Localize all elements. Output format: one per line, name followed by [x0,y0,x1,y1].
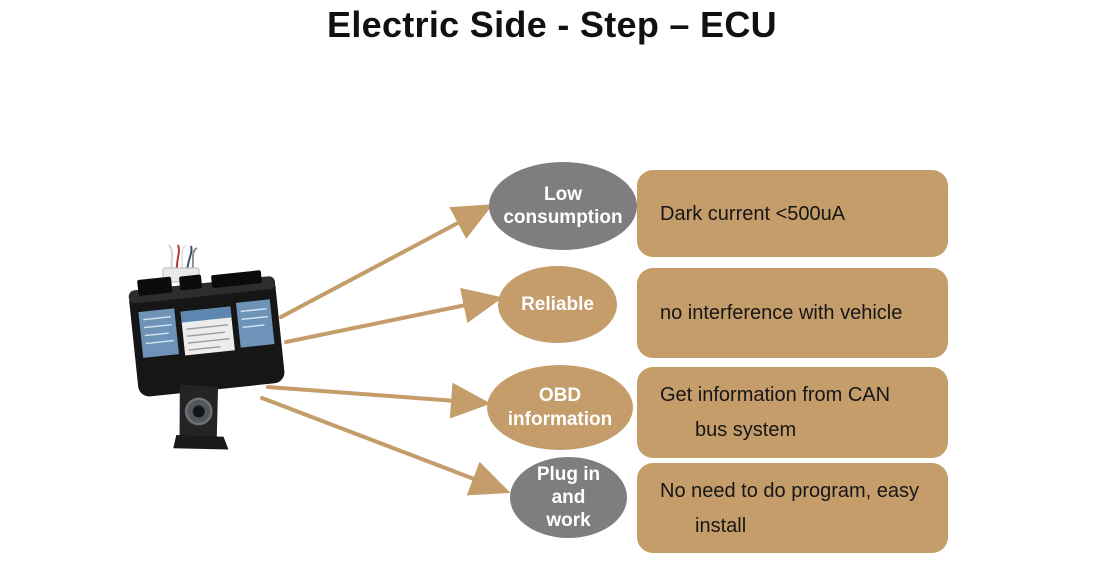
badge-obd-information: OBD information [487,365,633,450]
page-title: Electric Side - Step – ECU [327,4,777,45]
badge-low-consumption: Low consumption [489,162,637,250]
badge-obd-information-label: OBD information [507,385,613,430]
ecu-device-image [128,244,285,450]
badge-reliable-label: Reliable [521,293,594,315]
connector-line-obd-information [266,382,491,419]
card-easy-install-text-line2: install [695,514,747,537]
connector-line-low-consumption [279,204,494,319]
card-no-interference-text: no interference with vehicle [660,302,903,324]
badge-plug-in-and-work-label: Plug in and work [536,463,601,532]
badge-plug-in-and-work: Plug in and work [510,457,627,538]
card-can-bus-info-text: Get information from CAN [660,384,891,406]
ecu-labels [138,299,275,358]
ecu-body [128,270,285,397]
card-easy-install: No need to do program, easy install [637,463,948,553]
card-dark-current-text: Dark current <500uA [660,202,846,225]
card-dark-current: Dark current <500uA [637,170,948,257]
badge-low-consumption-label: Low consumption [503,183,623,228]
card-easy-install-text: No need to do program, easy [660,479,920,502]
ecu-mounting-bracket [173,384,229,450]
connector-line-plug-in-and-work [260,396,511,496]
card-no-interference: no interference with vehicle [637,268,948,358]
connector-line-reliable [284,287,503,344]
card-can-bus-info: Get information from CAN bus system [637,367,948,458]
badge-reliable: Reliable [498,266,617,343]
card-can-bus-info-text-line2: bus system [695,419,797,441]
ecu-wires [168,244,198,272]
